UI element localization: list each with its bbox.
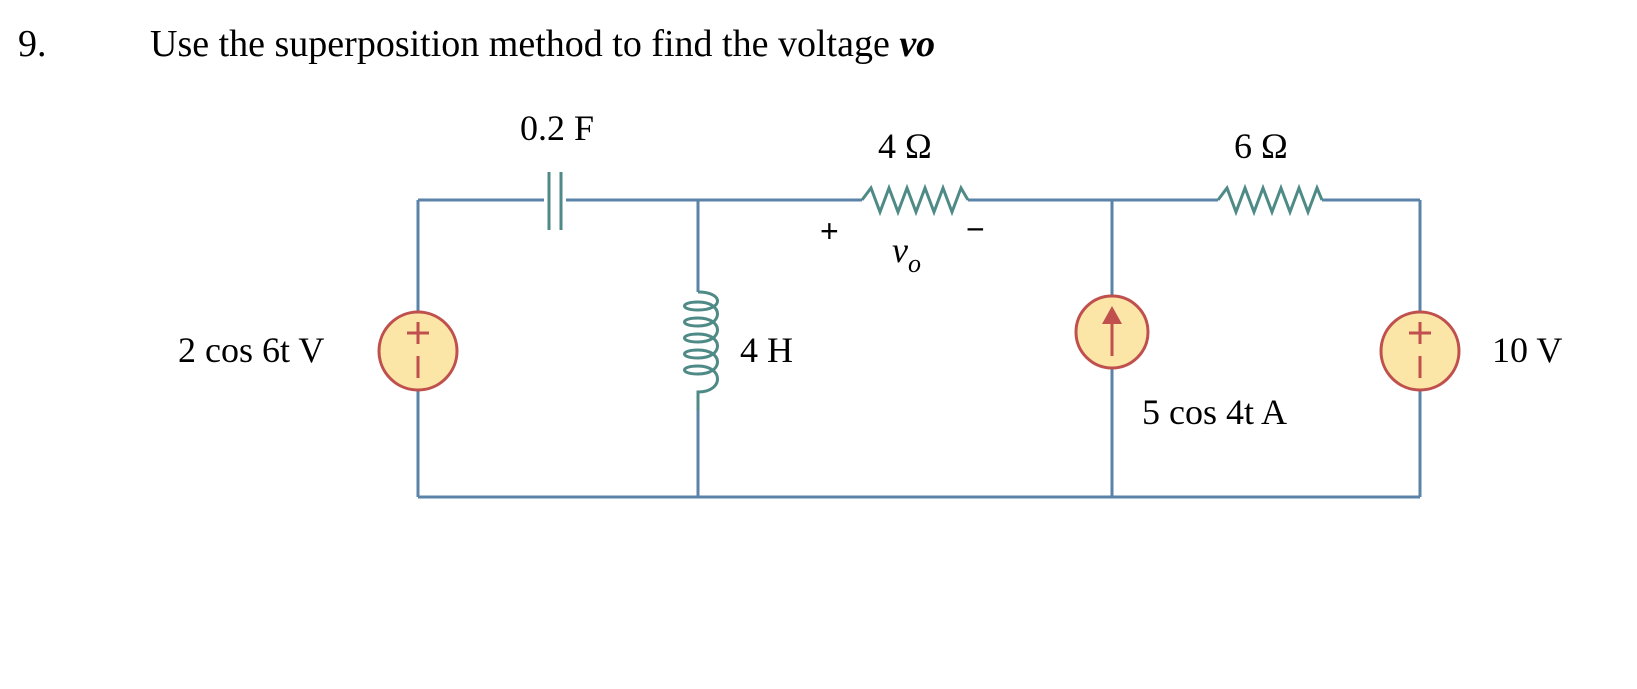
capacitor: [547, 172, 563, 230]
voltage-source-left-circle: [377, 310, 459, 392]
vo-minus-sign: −: [966, 211, 985, 247]
vo-label-subscript: o: [908, 249, 921, 278]
voltage-source-left-label: 2 cos 6t V: [178, 330, 324, 370]
voltage-source-left: [377, 310, 459, 392]
capacitor-label: 0.2 F: [520, 108, 594, 148]
inductor-label: 4 H: [740, 330, 793, 370]
voltage-source-right-label: 10 V: [1492, 330, 1562, 370]
question-text: Use the superposition method to find the…: [150, 22, 935, 66]
circuit-wires: [416, 198, 1422, 499]
current-source-label: 5 cos 4t A: [1142, 392, 1287, 432]
question-variable: vo: [899, 23, 936, 65]
vo-plus-sign: +: [820, 213, 839, 249]
resistor-6-ohm: [1216, 183, 1324, 217]
resistor-4-ohm-label: 4 Ω: [878, 126, 932, 166]
resistor-6-ohm-label: 6 Ω: [1234, 126, 1288, 166]
question-number: 9.: [18, 23, 47, 65]
voltage-source-right: [1379, 310, 1461, 392]
current-source: [1074, 294, 1150, 370]
inductor-4-h: [683, 290, 719, 410]
vo-label-v: v: [892, 230, 908, 270]
voltage-source-right-circle: [1379, 310, 1461, 392]
resistor-4-ohm: [860, 183, 970, 217]
vo-label: vo: [892, 230, 921, 278]
arrow-up-icon: [1102, 306, 1122, 324]
question-prompt: Use the superposition method to find the…: [150, 23, 900, 65]
